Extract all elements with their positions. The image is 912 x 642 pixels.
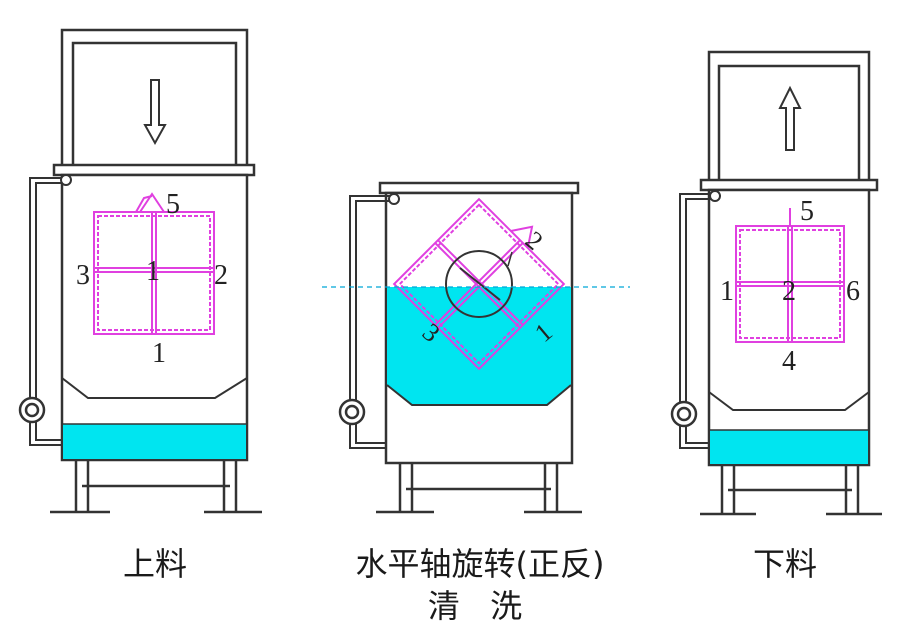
caption-loading: 上料 bbox=[122, 545, 187, 583]
middle-side-pipe bbox=[349, 193, 400, 449]
left-label-5: 5 bbox=[166, 189, 180, 220]
middle-basket-rotated bbox=[392, 197, 566, 371]
left-labels: 5 3 1 2 1 bbox=[76, 189, 228, 369]
left-label-1-bottom: 1 bbox=[152, 338, 166, 369]
right-machine: 5 1 2 6 4 bbox=[670, 50, 882, 516]
left-label-2: 2 bbox=[214, 260, 228, 291]
right-side-pipe bbox=[679, 190, 721, 449]
right-water bbox=[710, 430, 868, 464]
right-labels: 5 1 2 6 4 bbox=[720, 196, 860, 377]
left-tank-body bbox=[60, 173, 249, 462]
right-lid bbox=[699, 50, 879, 192]
middle-rotation-indicator bbox=[445, 250, 513, 318]
left-tank-hopper bbox=[61, 377, 248, 399]
middle-pump-icon bbox=[338, 398, 366, 426]
left-machine: 5 3 1 2 1 bbox=[18, 28, 262, 514]
left-side-pipe bbox=[29, 174, 72, 446]
left-water bbox=[63, 424, 246, 459]
caption-unloading: 下料 bbox=[752, 545, 817, 583]
up-arrow-icon bbox=[778, 85, 802, 151]
left-basket bbox=[93, 192, 215, 335]
right-tank-hopper bbox=[708, 391, 870, 411]
right-pump-icon bbox=[670, 400, 698, 428]
right-basket bbox=[735, 208, 845, 343]
right-label-6: 6 bbox=[846, 276, 860, 307]
right-label-4: 4 bbox=[782, 346, 796, 377]
left-legs bbox=[50, 460, 262, 514]
right-legs bbox=[700, 465, 882, 516]
right-label-5: 5 bbox=[800, 196, 814, 227]
right-label-2: 2 bbox=[782, 276, 796, 307]
left-label-3: 3 bbox=[76, 260, 90, 291]
middle-lid bbox=[378, 181, 580, 195]
down-arrow-icon bbox=[143, 79, 167, 146]
middle-machine: 2 3 1 bbox=[322, 181, 630, 514]
middle-legs bbox=[376, 463, 582, 514]
left-pump-icon bbox=[18, 396, 46, 424]
caption-cleaning: 清 洗 bbox=[427, 587, 533, 625]
right-label-1: 1 bbox=[720, 276, 734, 307]
caption-rotation-cleaning: 水平轴旋转(正反) bbox=[355, 545, 605, 583]
left-label-1-center: 1 bbox=[146, 256, 160, 287]
